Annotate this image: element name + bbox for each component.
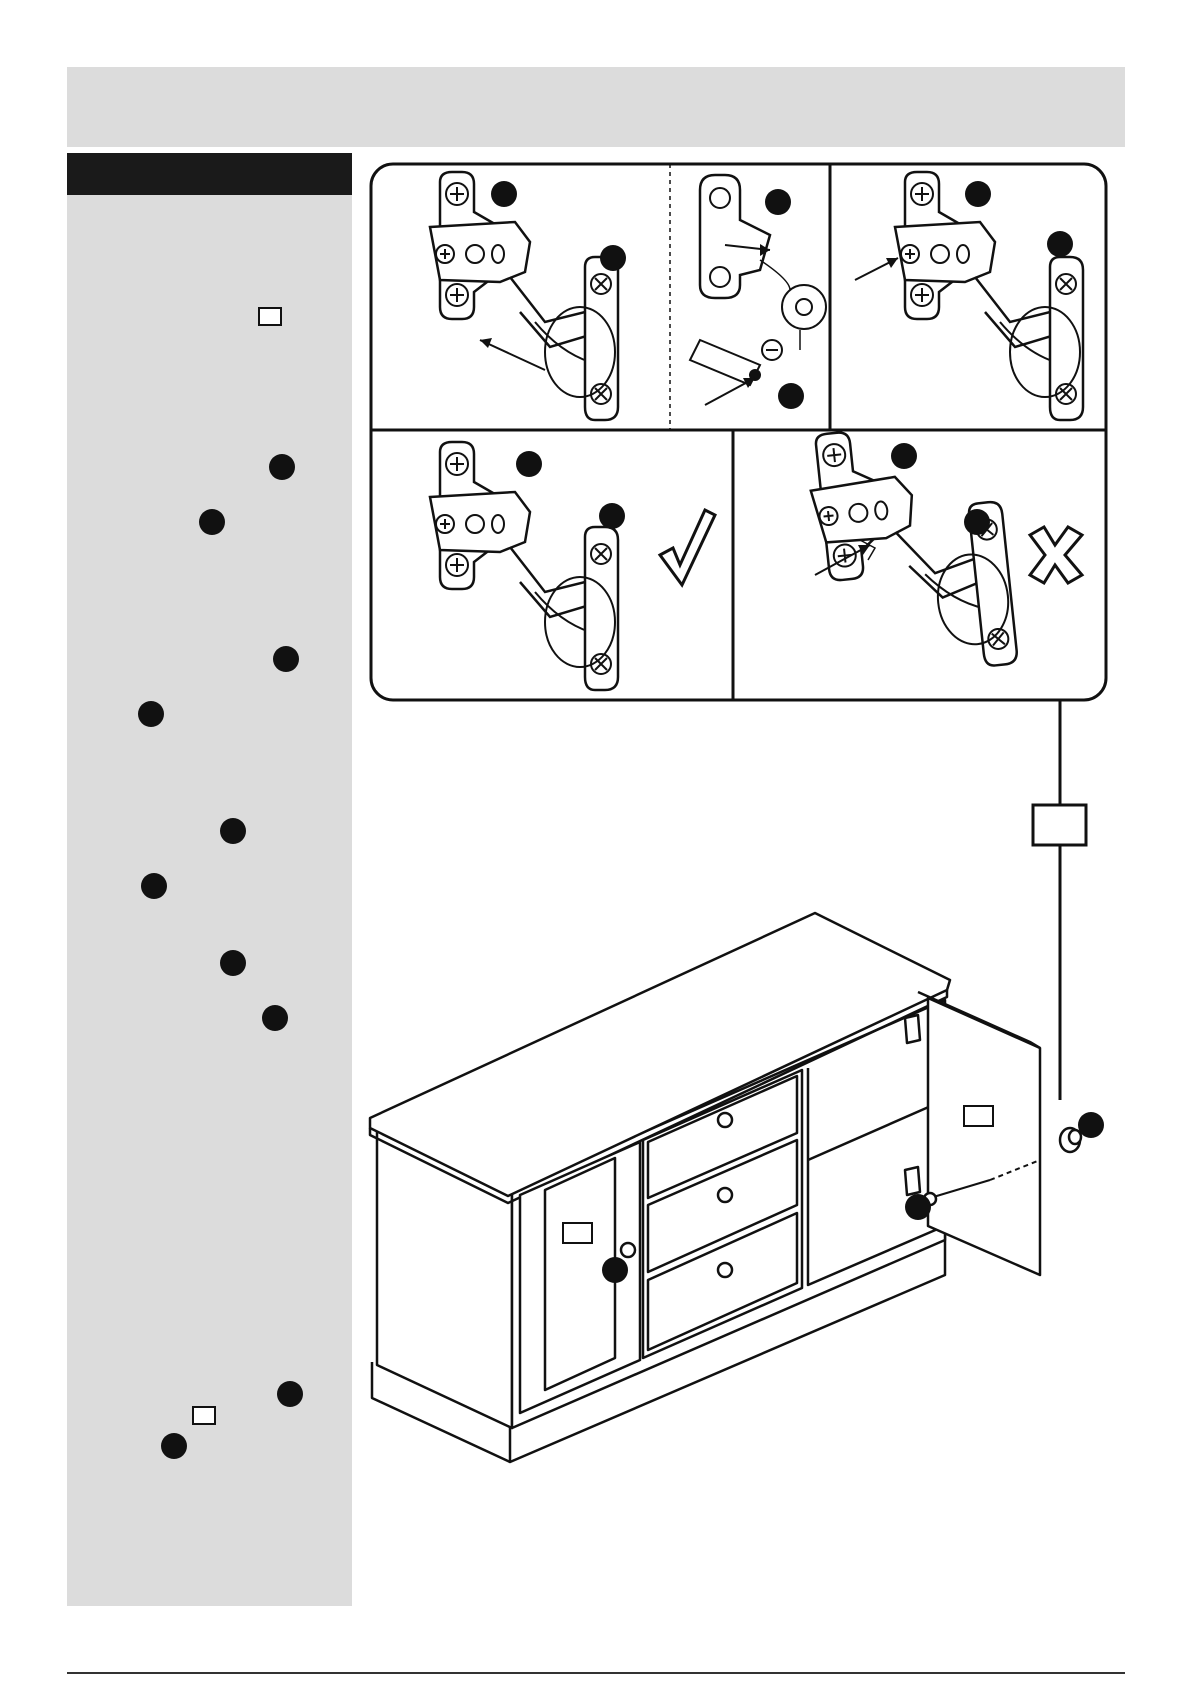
part-marker-dot — [602, 1257, 628, 1283]
part-marker-dot — [905, 1194, 931, 1220]
part-marker-dot — [965, 181, 991, 207]
part-marker-dot — [964, 509, 990, 535]
part-marker-dot — [778, 383, 804, 409]
part-marker-dot — [599, 503, 625, 529]
part-marker-dot — [600, 245, 626, 271]
callout-connector — [1033, 700, 1086, 1100]
page-bottom-rule — [67, 1672, 1125, 1674]
part-marker-dot — [491, 181, 517, 207]
part-marker-dot — [765, 189, 791, 215]
part-label-box — [563, 1223, 592, 1243]
part-marker-dot — [1047, 231, 1073, 257]
part-marker-dot — [1078, 1112, 1104, 1138]
part-marker-dot — [891, 443, 917, 469]
cabinet-illustration — [370, 913, 1081, 1462]
part-label-box — [964, 1106, 993, 1126]
part-marker-dot — [516, 451, 542, 477]
